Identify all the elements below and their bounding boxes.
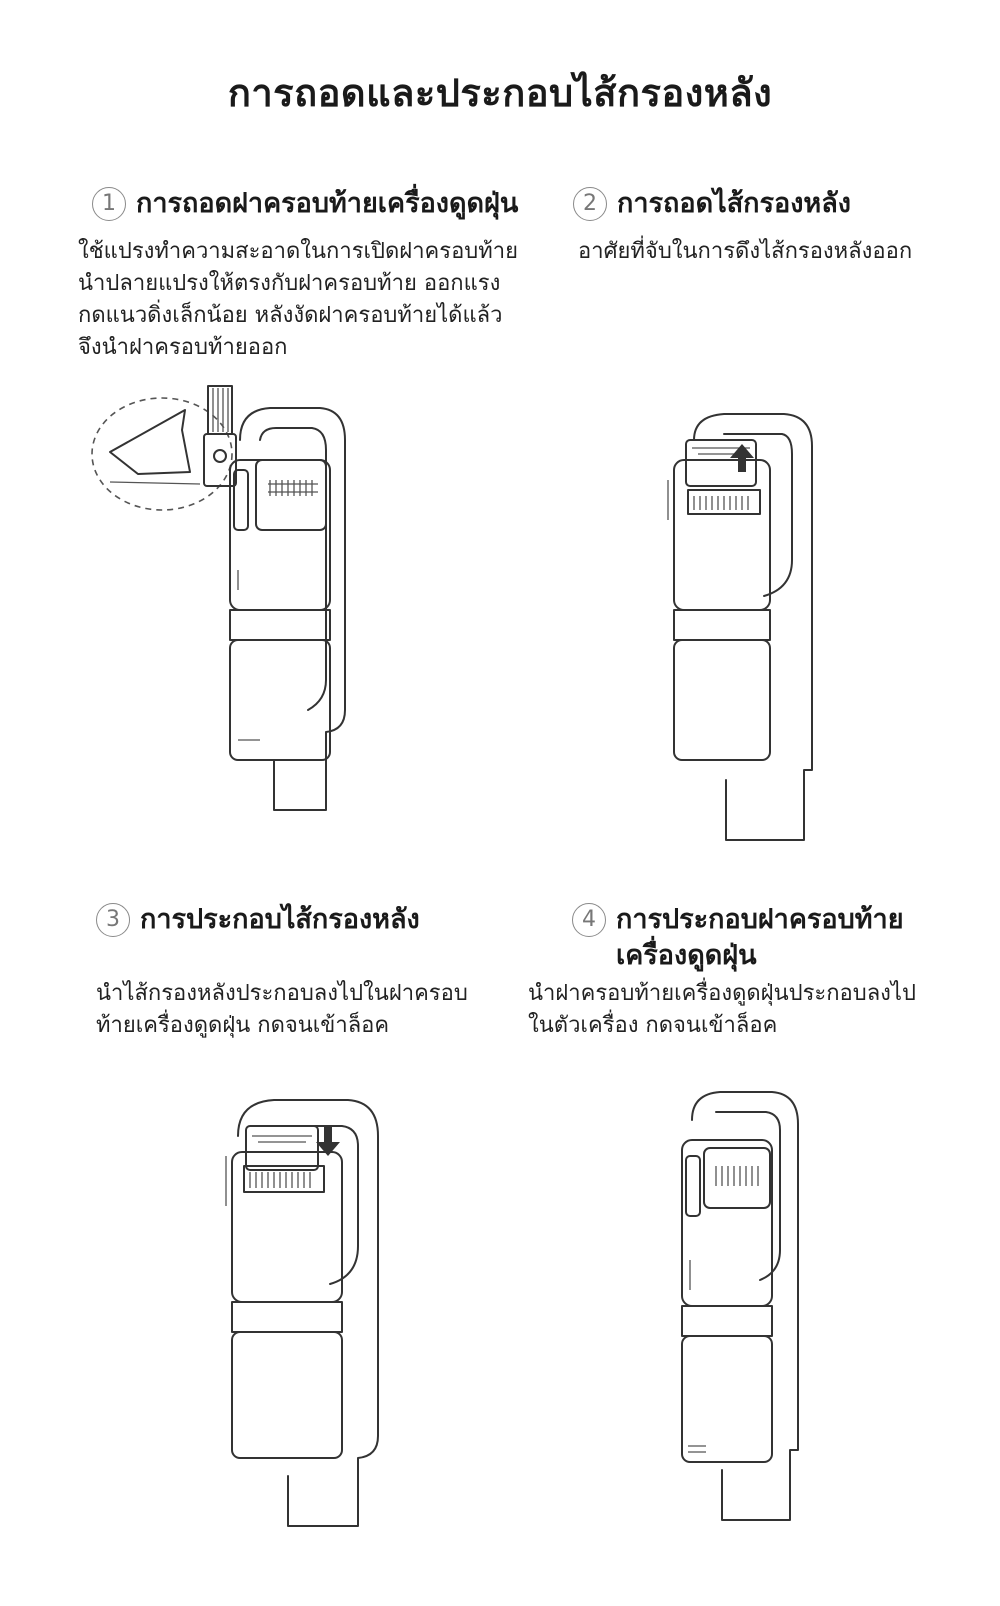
description-line: ท้ายเครื่องดูดฝุ่น กดจนเข้าล็อค xyxy=(96,1013,390,1038)
rear-filter xyxy=(685,439,757,487)
rear-cover xyxy=(703,1147,771,1209)
description-line: ใช้แปรงทำความสะอาดในการเปิดฝาครอบท้าย xyxy=(78,239,518,264)
step-4-illustration xyxy=(681,1091,799,1521)
step-3-illustration xyxy=(225,1099,379,1527)
zoom-circle xyxy=(91,397,233,511)
step-1-description: ใช้แปรงทำความสะอาดในการเปิดฝาครอบท้าย นำ… xyxy=(78,236,518,364)
dust-bin xyxy=(673,639,771,761)
dust-bin xyxy=(229,639,331,761)
vacuum-body xyxy=(681,1139,773,1307)
dust-bin xyxy=(681,1335,773,1463)
step-number-badge: 4 xyxy=(572,903,606,937)
vacuum-body xyxy=(229,459,331,611)
vacuum-handle xyxy=(693,413,813,841)
zoom-detail xyxy=(109,409,191,475)
vacuum-handle xyxy=(691,1091,799,1521)
step-4-description: นำฝาครอบท้ายเครื่องดูดฝุ่นประกอบลงไป ในต… xyxy=(528,978,916,1042)
description-line: ในตัวเครื่อง กดจนเข้าล็อค xyxy=(528,1013,778,1038)
step-number-badge: 1 xyxy=(92,187,126,221)
step-2-illustration xyxy=(667,413,813,841)
brush-icon xyxy=(203,385,237,487)
step-number-badge: 2 xyxy=(573,187,607,221)
dust-bin xyxy=(231,1331,343,1459)
description-line: นำปลายแปรงให้ตรงกับฝาครอบท้าย ออกแรง xyxy=(78,271,501,296)
step-heading: การประกอบไส้กรองหลัง xyxy=(140,904,420,935)
page-title: การถอดและประกอบไส้กรองหลัง xyxy=(227,71,773,115)
description-line: จึงนำฝาครอบท้ายออก xyxy=(78,335,288,360)
description-line: นำไส้กรองหลังประกอบลงไปในฝาครอบ xyxy=(96,981,468,1006)
rear-filter xyxy=(245,1125,319,1171)
step-3-heading-block: 3 การประกอบไส้กรองหลัง xyxy=(96,902,420,938)
step-2-heading-block: 2 การถอดไส้กรองหลัง xyxy=(573,186,851,222)
rear-filter xyxy=(255,459,327,531)
step-heading-line2: เครื่องดูดฝุ่น xyxy=(616,940,757,971)
step-heading-text: การประกอบฝาครอบท้าย เครื่องดูดฝุ่น xyxy=(616,902,904,974)
vacuum-body xyxy=(231,1151,343,1303)
step-1-heading-block: 1 การถอดฝาครอบท้ายเครื่องดูดฝุ่น xyxy=(92,186,518,222)
step-2-description: อาศัยที่จับในการดึงไส้กรองหลังออก xyxy=(578,236,912,268)
vacuum-handle xyxy=(239,407,346,811)
step-heading: การถอดไส้กรองหลัง xyxy=(617,188,851,219)
step-number-badge: 3 xyxy=(96,903,130,937)
arrow-down-icon xyxy=(316,1126,340,1156)
step-4-heading-block: 4 การประกอบฝาครอบท้าย เครื่องดูดฝุ่น xyxy=(572,902,904,974)
step-heading: การถอดฝาครอบท้ายเครื่องดูดฝุ่น xyxy=(136,188,519,219)
step-3-description: นำไส้กรองหลังประกอบลงไปในฝาครอบ ท้ายเครื… xyxy=(96,978,468,1042)
step-heading: การประกอบฝาครอบท้าย xyxy=(616,904,904,935)
description-line: นำฝาครอบท้ายเครื่องดูดฝุ่นประกอบลงไป xyxy=(528,981,916,1006)
description-line: อาศัยที่จับในการดึงไส้กรองหลังออก xyxy=(578,239,913,264)
vacuum-handle xyxy=(237,1099,379,1527)
step-1-illustration xyxy=(91,385,346,811)
description-line: กดแนวดิ่งเล็กน้อย หลังงัดฝาครอบท้ายได้แล… xyxy=(78,303,503,328)
arrow-up-icon xyxy=(730,444,754,472)
